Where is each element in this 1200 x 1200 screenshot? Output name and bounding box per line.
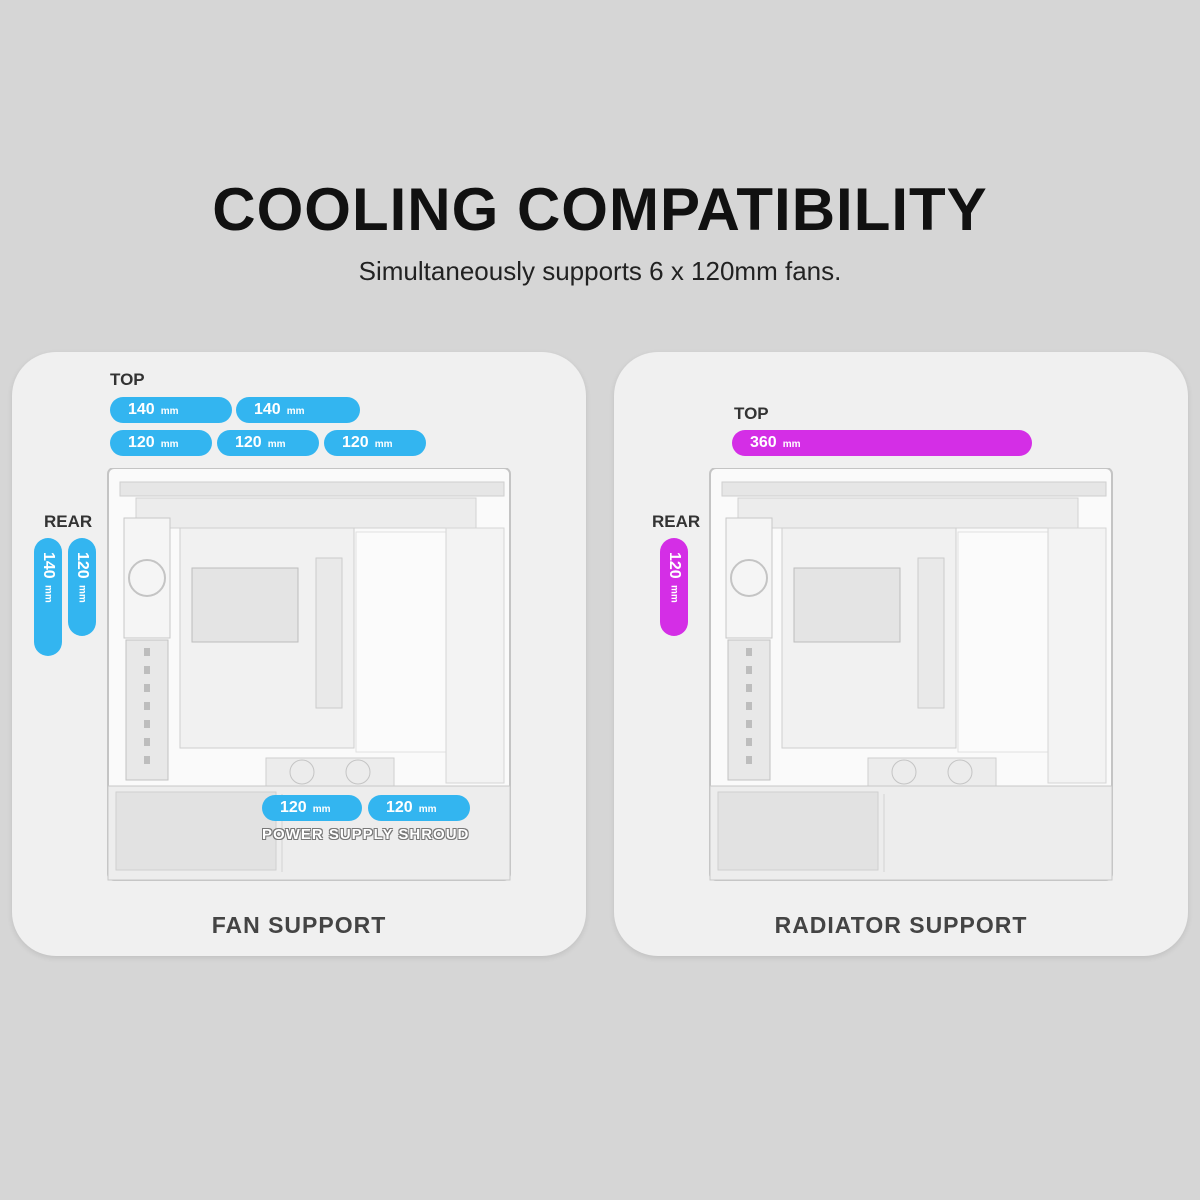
page-subtitle: Simultaneously supports 6 x 120mm fans. [358,256,842,286]
pc-case-illustration [107,468,511,881]
page-title: COOLING COMPATIBILITY [212,176,988,243]
power-supply-shroud-label: POWER SUPPLY SHROUD [262,826,470,843]
rear-label: REAR [652,512,701,531]
fan-support-caption: FAN SUPPORT [211,912,387,938]
rear-label: REAR [44,512,93,531]
pc-case-illustration [709,468,1113,881]
top-label: TOP [110,370,145,389]
radiator-support-caption: RADIATOR SUPPORT [774,912,1028,938]
top-label: TOP [734,404,769,423]
